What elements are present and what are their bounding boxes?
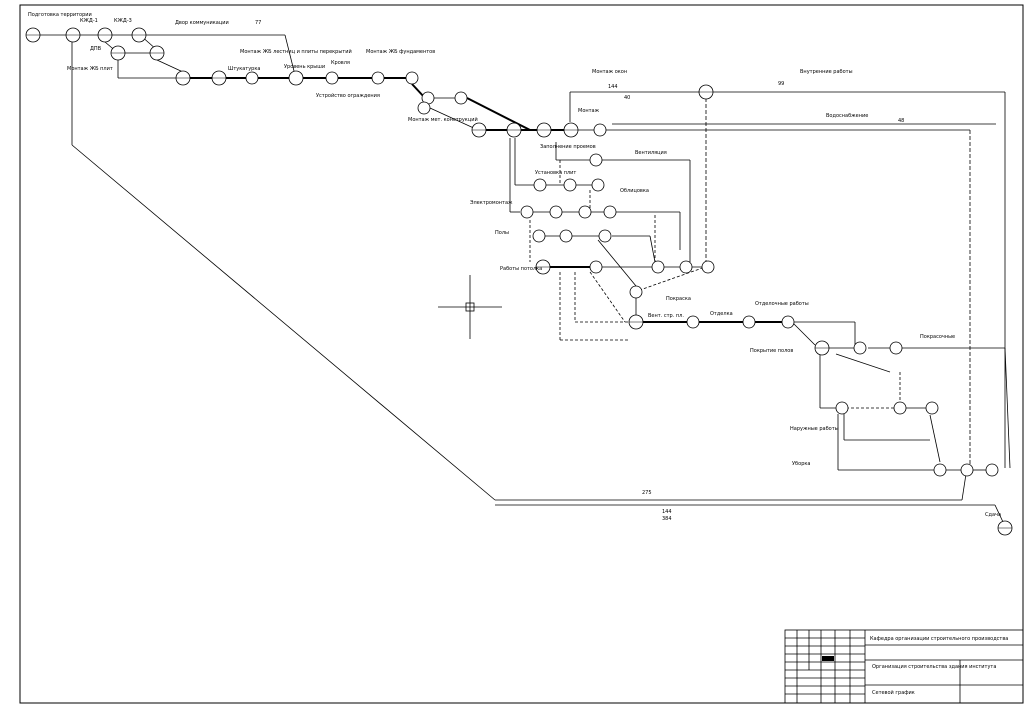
label-montazh-pit: Монтаж ЖБ плит <box>67 66 113 72</box>
label-uborka: Уборка <box>792 461 810 467</box>
label-oblic: Облицовка <box>620 188 649 194</box>
label-elektromont: Электромонтаж <box>470 200 513 206</box>
title-block-fill <box>822 656 834 661</box>
num-bottom-val1: 144 <box>662 509 672 515</box>
num-bottom-long: 275 <box>642 490 652 496</box>
label-ustroistvo: Устройство ограждения <box>316 92 380 99</box>
label-vnutrennie: Внутренние работы <box>800 69 853 75</box>
label-pola: Полы <box>495 230 509 236</box>
label-montazh-okon: Монтаж окон <box>592 69 627 75</box>
label-zapolnenie: Заполнение проемов <box>540 144 596 150</box>
diagram-edges <box>40 34 1011 523</box>
label-vent2: Вент. стр. пл. <box>648 313 684 319</box>
label-kzhd1: КЖД-1 <box>80 18 98 24</box>
num-right-long: 48 <box>898 118 904 124</box>
label-uroven: Уровень крыши <box>284 64 325 70</box>
num-mid-val2: 144 <box>608 84 618 90</box>
label-krovlya: Кровля <box>331 60 350 66</box>
title-block <box>784 629 1024 704</box>
label-dvor: Двор коммуникации <box>175 20 229 26</box>
label-otd2: Отделочные работы <box>755 301 809 307</box>
label-pokrytie-polov: Покрытие полов <box>750 348 793 354</box>
label-pokrasochnye: Покрасочные <box>920 334 955 340</box>
num-top-long: 77 <box>255 20 261 26</box>
diagram-nodes <box>25 27 1013 536</box>
title-line2: Организация строительства здания институ… <box>872 664 996 670</box>
label-pokraska: Покраска <box>666 296 691 302</box>
label-shtukaturka: Штукатурка <box>228 66 260 72</box>
label-vodosnabzh: Водоснабжение <box>826 113 868 119</box>
title-line3: Сетевой график <box>872 689 915 696</box>
label-vent: Вентиляция <box>635 150 667 156</box>
label-start: Подготовка территории <box>28 12 92 18</box>
label-montazh-mc: Монтаж мет. конструкций <box>408 116 478 123</box>
crosshair-cursor-icon <box>438 275 502 339</box>
label-montazh-pit2: Монтаж ЖБ лестниц и плиты перекрытий <box>240 48 352 55</box>
label-ustanovka: Установка плит <box>535 170 576 176</box>
label-raboty-potolk: Работы потолка <box>500 266 542 272</box>
label-otdelka: Отделка <box>710 311 733 317</box>
label-montazh-vrem: Монтаж <box>578 108 600 114</box>
node-dividers <box>26 34 1012 529</box>
label-sdacha: Сдача <box>985 512 1001 518</box>
label-montazh-fund: Монтаж ЖБ фундаментов <box>366 49 435 55</box>
label-kzhd3: КЖД-3 <box>114 18 132 24</box>
num-mid-val: 40 <box>624 95 630 101</box>
label-dpe: ДПВ <box>90 46 102 52</box>
num-mid-long: 99 <box>778 81 784 87</box>
num-bottom-val2: 384 <box>662 516 672 522</box>
title-line1: Кафедра организации строительного произв… <box>870 636 1008 642</box>
sheet-frame <box>19 4 1024 704</box>
label-naruzhnye: Наружные работы <box>790 426 839 432</box>
